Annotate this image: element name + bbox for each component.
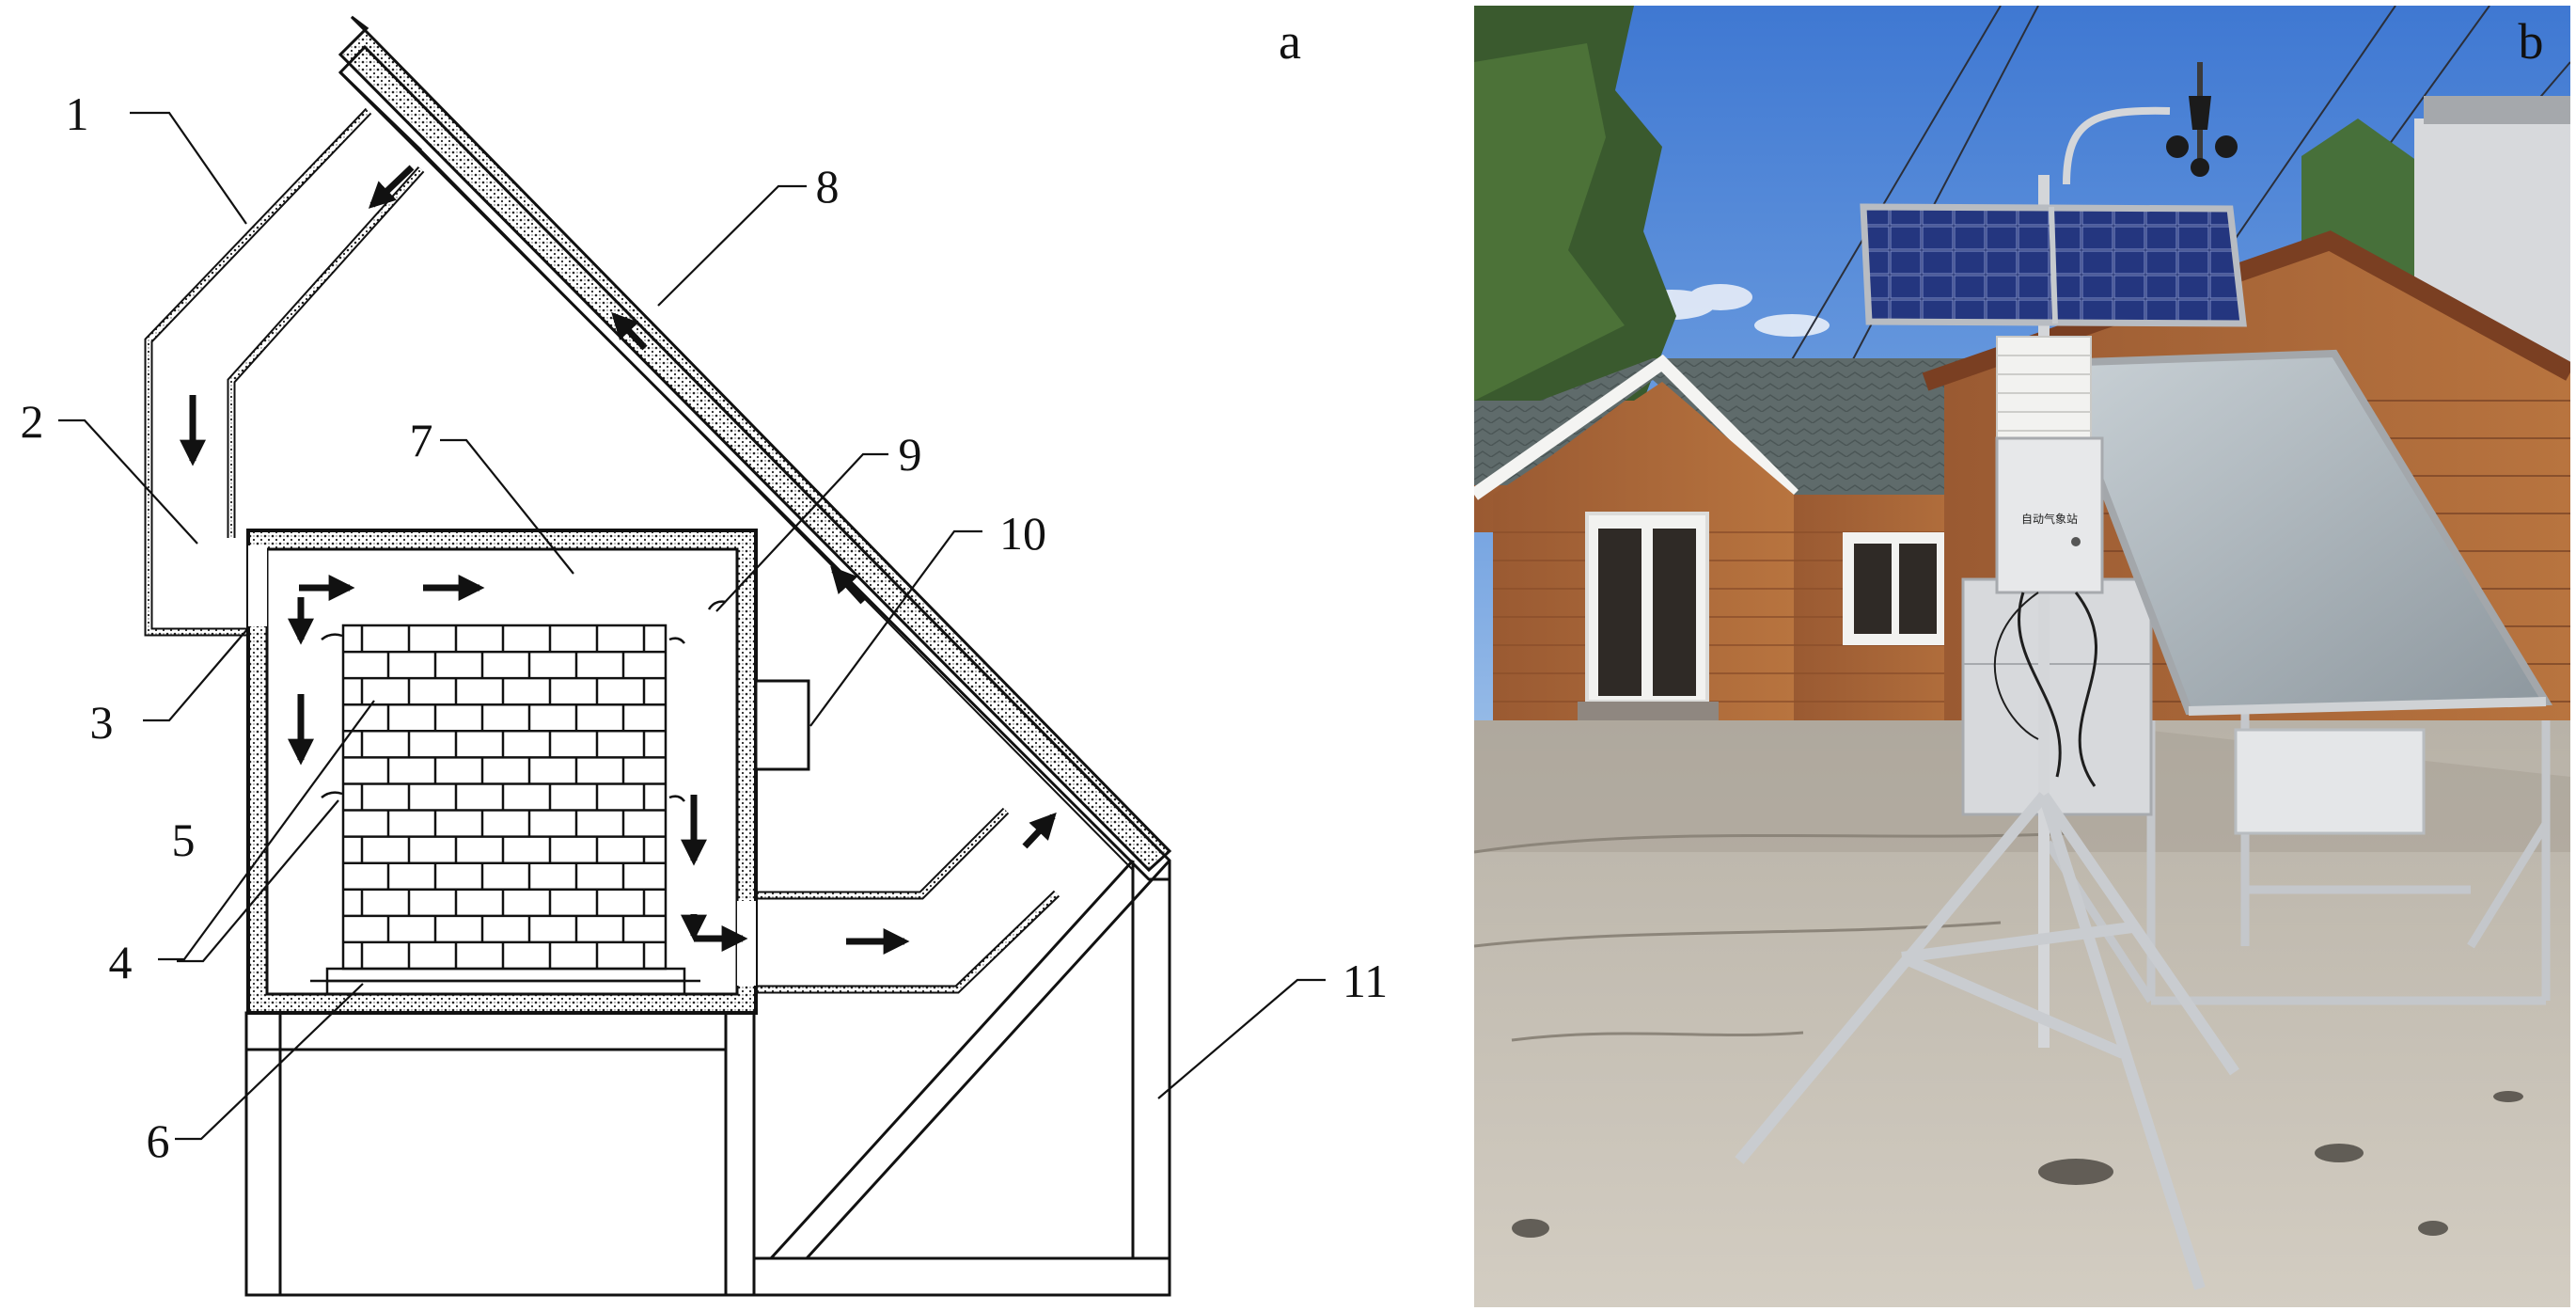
- drying-chamber: [246, 529, 758, 1015]
- callout-1: 1: [66, 87, 89, 140]
- field-photo: 自动气象站 b: [1474, 6, 2570, 1307]
- left-house: [1474, 354, 2001, 724]
- solar-dryer-diagram: 1 2 3 4 5 6 7 8 9 10 11 a: [21, 13, 1388, 1297]
- callout-11: 11: [1343, 955, 1388, 1007]
- callout-8: 8: [816, 160, 840, 213]
- ground-cracks: [1474, 831, 2077, 1042]
- material-stack: [341, 624, 668, 971]
- ground-spots: [1512, 1091, 2523, 1238]
- callout-3: 3: [90, 696, 114, 749]
- sensor-box: [754, 679, 810, 771]
- weather-station: 自动气象站: [1735, 62, 2247, 1290]
- chamber-vents: [321, 600, 727, 802]
- callout-4: 4: [109, 936, 133, 988]
- panel-label-b: b: [2519, 13, 2544, 70]
- station-control-box: [1995, 436, 2104, 594]
- inlet-duct: [144, 107, 425, 637]
- callout-2: 2: [21, 395, 44, 448]
- callout-9: 9: [899, 428, 922, 481]
- outlet-duct: [748, 807, 1060, 994]
- drying-tray: [310, 967, 700, 994]
- callout-10: 10: [999, 507, 1046, 560]
- callout-7: 7: [410, 414, 433, 466]
- station-box-label: 自动气象站: [2021, 512, 2078, 526]
- callout-5: 5: [172, 813, 196, 866]
- solar-collector: [338, 15, 1172, 881]
- support-frame: [244, 859, 1171, 1297]
- airflow-arrows: [180, 165, 1057, 955]
- leader-lines: [58, 111, 1326, 1141]
- callout-6: 6: [147, 1114, 170, 1167]
- panel-label-a: a: [1279, 13, 1301, 70]
